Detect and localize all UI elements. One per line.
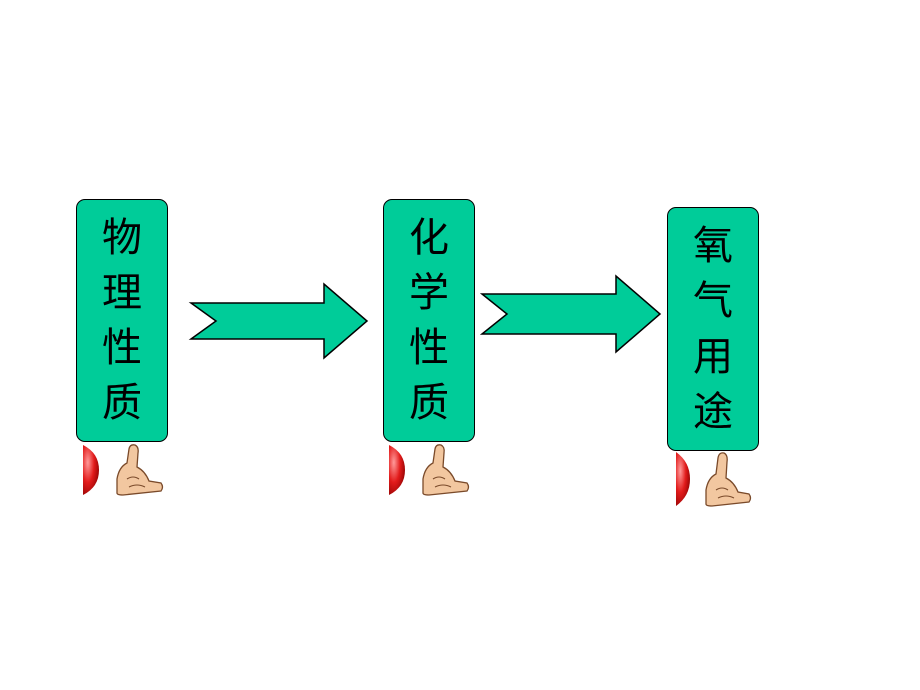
box-char: 物 <box>102 214 142 261</box>
box-char: 化 <box>409 214 449 261</box>
flow-arrow-1 <box>188 282 369 360</box>
box-char: 氧 <box>693 222 733 269</box>
box-char: 性 <box>409 325 449 372</box>
hand-pointer-icon[interactable] <box>389 443 471 497</box>
box-char: 质 <box>409 380 449 427</box>
box-char: 用 <box>693 333 733 380</box>
hand-pointer-icon[interactable] <box>676 450 752 508</box>
box-char: 途 <box>693 389 733 436</box>
box-oxygen-uses: 氧 气 用 途 <box>667 207 759 451</box>
box-char: 学 <box>409 269 449 316</box>
box-char: 质 <box>102 380 142 427</box>
box-char: 气 <box>693 278 733 325</box>
box-physical-properties: 物 理 性 质 <box>76 199 168 442</box>
hand-pointer-icon[interactable] <box>83 443 165 497</box>
flow-arrow-2 <box>479 274 662 354</box>
box-char: 性 <box>102 325 142 372</box>
box-chemical-properties: 化 学 性 质 <box>383 199 475 442</box>
box-char: 理 <box>102 269 142 316</box>
